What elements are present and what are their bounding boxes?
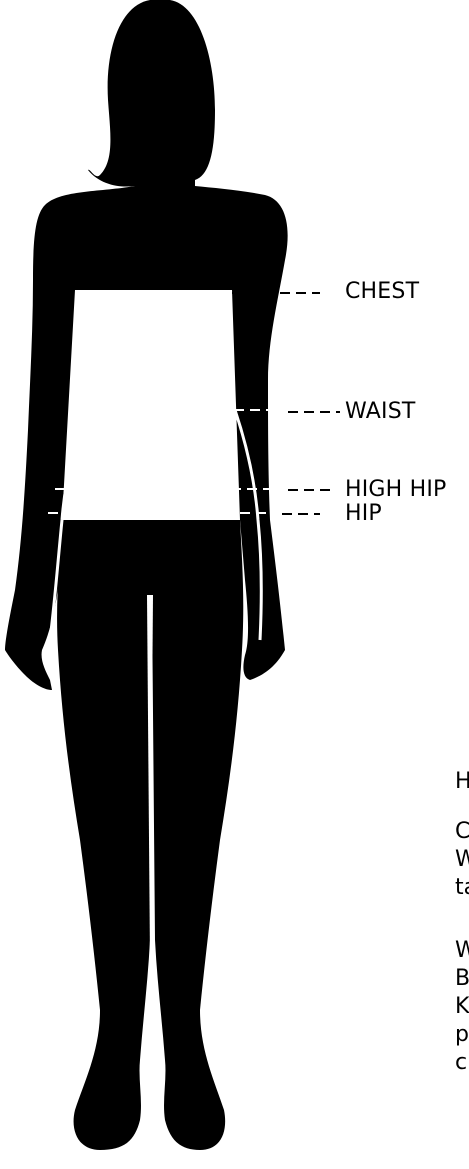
waist-label: WAIST: [345, 399, 416, 424]
clipped-text-5: W: [455, 937, 469, 965]
clipped-text-4: ta: [455, 874, 469, 902]
clipped-text-9: c: [455, 1049, 467, 1077]
clipped-text-8: p: [455, 1021, 469, 1049]
clipped-text-7: K: [455, 993, 469, 1021]
chest-label: CHEST: [345, 279, 419, 304]
woman-silhouette: [5, 0, 288, 1150]
clipped-text-2: C: [455, 818, 469, 846]
clipped-text-3: W: [455, 846, 469, 874]
clipped-text-1: H: [455, 768, 469, 796]
high-hip-label: HIGH HIP: [345, 477, 447, 502]
measurement-lines: [48, 293, 340, 514]
hip-label: HIP: [345, 501, 382, 526]
clipped-text-6: B: [455, 965, 469, 993]
